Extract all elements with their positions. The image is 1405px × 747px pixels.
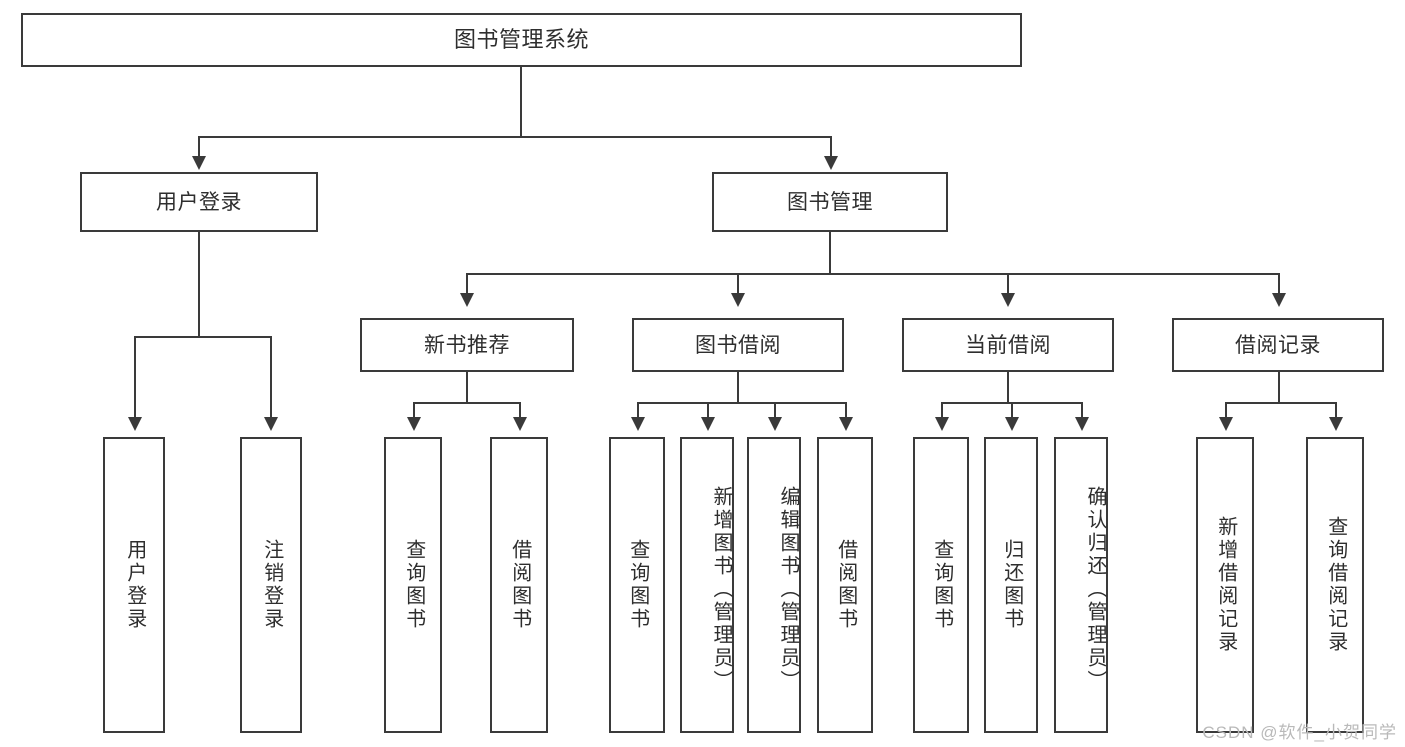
arrow-to-current-borrow [1001,293,1015,307]
arrow-cb-leaf-2 [1005,417,1019,431]
node-book-borrow[interactable]: 图书借阅 [632,318,844,372]
connector-bm-drop-2 [737,273,739,295]
leaf-label: 用户登录 [123,539,146,631]
arrow-to-leaf-logout [264,417,278,431]
arrow-bb-leaf-3 [768,417,782,431]
arrow-nbr-leaf-1 [407,417,421,431]
leaf-label: 编辑图书（管理员） [777,485,799,693]
arrow-br-leaf-1 [1219,417,1233,431]
connector-bb-bar [637,402,847,404]
leaf-label: 查询借阅记录 [1324,516,1347,654]
leaf-br-query-record[interactable]: 查询借阅记录 [1306,437,1364,733]
connector-root-drop-right [830,136,832,158]
connector-root-stem [520,67,522,137]
arrow-to-book-borrow [731,293,745,307]
node-current-borrow[interactable]: 当前借阅 [902,318,1114,372]
leaf-cb-query-book[interactable]: 查询图书 [913,437,969,733]
connector-book-management-stem [829,232,831,274]
leaf-bb-edit-book-admin[interactable]: 编辑图书（管理员） [747,437,801,733]
arrow-to-new-book-recommend [460,293,474,307]
connector-nbr-bar [413,402,519,404]
leaf-label: 新增图书（管理员） [710,485,732,693]
connector-bm-drop-3 [1007,273,1009,295]
connector-nbr-stem [466,372,468,403]
node-book-management[interactable]: 图书管理 [712,172,948,232]
connector-cb-drop-1 [941,402,943,419]
leaf-cb-return-book[interactable]: 归还图书 [984,437,1038,733]
connector-user-login-stem [198,232,200,337]
leaf-label: 借阅图书 [834,539,857,631]
leaf-cb-confirm-return-admin[interactable]: 确认归还（管理员） [1054,437,1108,733]
leaf-logout[interactable]: 注销登录 [240,437,302,733]
connector-root-bar [198,136,832,138]
connector-bb-drop-2 [707,402,709,419]
connector-cb-drop-3 [1081,402,1083,419]
leaf-bb-borrow-book[interactable]: 借阅图书 [817,437,873,733]
connector-bb-drop-3 [774,402,776,419]
leaf-label: 注销登录 [260,539,283,631]
arrow-br-leaf-2 [1329,417,1343,431]
leaf-label: 查询图书 [930,539,953,631]
leaf-bb-query-book[interactable]: 查询图书 [609,437,665,733]
arrow-to-leaf-user-login [128,417,142,431]
connector-root-drop-left [198,136,200,158]
arrow-to-borrow-record [1272,293,1286,307]
leaf-br-add-record[interactable]: 新增借阅记录 [1196,437,1254,733]
leaf-label: 查询图书 [402,539,425,631]
leaf-label: 新增借阅记录 [1214,516,1237,654]
connector-br-stem [1278,372,1280,403]
arrow-cb-leaf-3 [1075,417,1089,431]
arrow-to-user-login [192,156,206,170]
arrow-nbr-leaf-2 [513,417,527,431]
connector-br-drop-2 [1335,402,1337,419]
leaf-label: 确认归还（管理员） [1084,485,1106,693]
leaf-nbr-borrow-book[interactable]: 借阅图书 [490,437,548,733]
arrow-bb-leaf-1 [631,417,645,431]
connector-cb-stem [1007,372,1009,403]
node-user-login[interactable]: 用户登录 [80,172,318,232]
connector-nbr-drop-1 [413,402,415,419]
connector-bb-drop-4 [845,402,847,419]
leaf-bb-add-book-admin[interactable]: 新增图书（管理员） [680,437,734,733]
connector-cb-drop-2 [1011,402,1013,419]
leaf-label: 查询图书 [626,539,649,631]
connector-bm-drop-4 [1278,273,1280,295]
connector-user-login-drop-1 [134,336,136,419]
connector-br-drop-1 [1225,402,1227,419]
node-new-book-recommend[interactable]: 新书推荐 [360,318,574,372]
leaf-label: 归还图书 [1000,539,1023,631]
arrow-to-book-management [824,156,838,170]
node-borrow-record[interactable]: 借阅记录 [1172,318,1384,372]
node-root-book-management-system[interactable]: 图书管理系统 [21,13,1022,67]
connector-nbr-drop-2 [519,402,521,419]
connector-br-bar [1225,402,1335,404]
connector-bm-drop-1 [466,273,468,295]
connector-book-management-bar [466,273,1280,275]
leaf-nbr-query-book[interactable]: 查询图书 [384,437,442,733]
leaf-user-login[interactable]: 用户登录 [103,437,165,733]
connector-bb-stem [737,372,739,403]
connector-bb-drop-1 [637,402,639,419]
connector-user-login-drop-2 [270,336,272,419]
arrow-bb-leaf-2 [701,417,715,431]
leaf-label: 借阅图书 [508,539,531,631]
connector-user-login-bar [134,336,270,338]
arrow-cb-leaf-1 [935,417,949,431]
arrow-bb-leaf-4 [839,417,853,431]
